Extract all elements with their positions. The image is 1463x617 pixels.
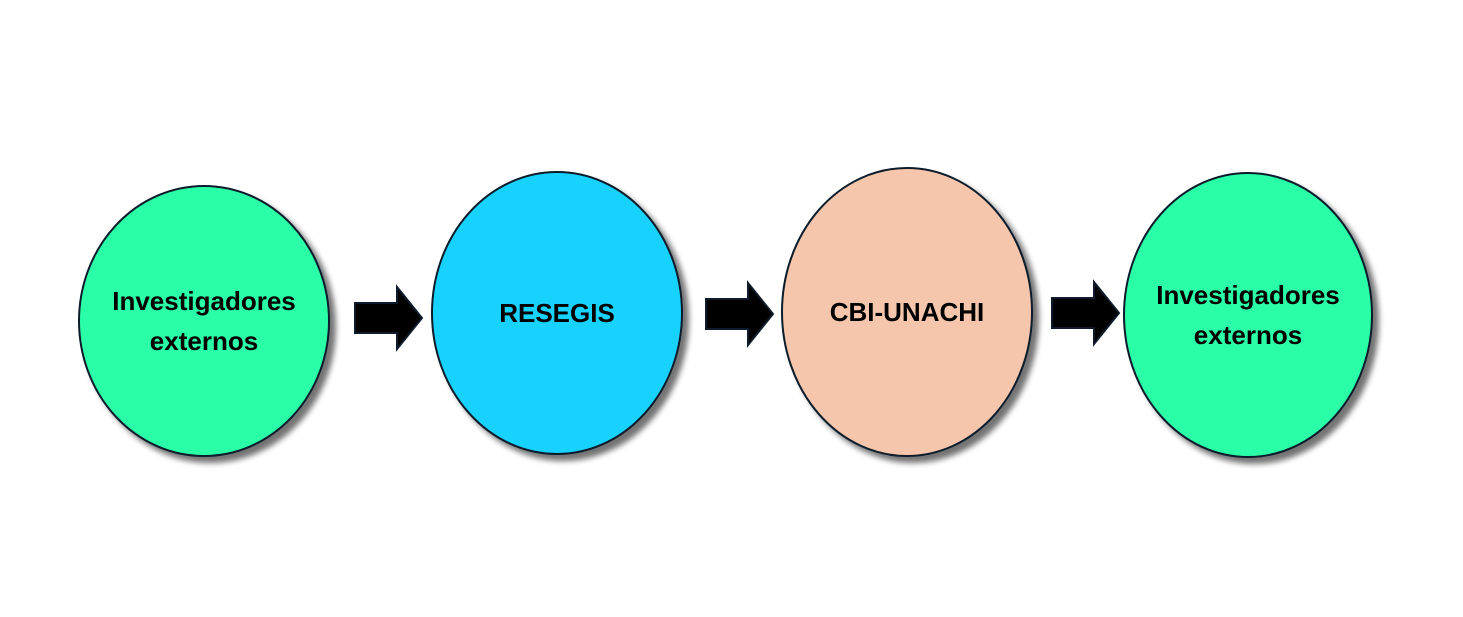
node-4: Investigadores externos bbox=[1123, 172, 1373, 458]
node-ellipse bbox=[1123, 172, 1373, 458]
node-label: externos bbox=[150, 326, 258, 356]
arrow-right-icon bbox=[1051, 279, 1121, 347]
node-ellipse bbox=[781, 167, 1033, 457]
node-label: RESEGIS bbox=[499, 298, 615, 328]
node-3: CBI-UNACHI bbox=[781, 167, 1033, 457]
arrow-right-icon bbox=[354, 284, 424, 352]
arrow-right-icon bbox=[705, 280, 775, 348]
node-ellipse bbox=[431, 171, 683, 455]
node-label: Investigadores bbox=[1156, 280, 1340, 310]
node-2: RESEGIS bbox=[431, 171, 683, 455]
node-label: Investigadores bbox=[112, 286, 296, 316]
node-1: Investigadores externos bbox=[78, 185, 330, 457]
node-label: CBI-UNACHI bbox=[830, 297, 985, 327]
node-ellipse bbox=[78, 185, 330, 457]
node-label: externos bbox=[1194, 320, 1302, 350]
